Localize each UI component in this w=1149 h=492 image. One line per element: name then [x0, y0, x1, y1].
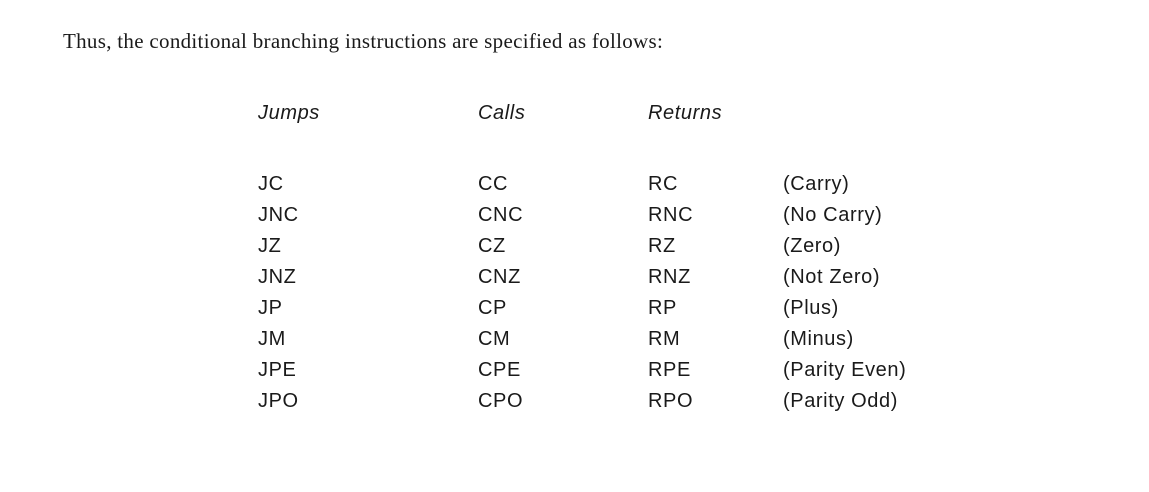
call-instruction: CPE	[478, 359, 521, 381]
return-instruction: RPO	[648, 390, 694, 412]
call-instruction: CNZ	[478, 266, 521, 288]
return-instruction: RC	[648, 173, 679, 195]
call-instruction: CZ	[478, 235, 506, 257]
return-instruction: RZ	[648, 235, 676, 257]
call-instruction: CC	[478, 173, 509, 195]
header-jumps: Jumps	[258, 102, 320, 124]
jump-instruction: JPO	[258, 390, 299, 412]
intro-paragraph: Thus, the conditional branching instruct…	[63, 29, 664, 53]
condition-label: (Carry)	[783, 173, 850, 195]
return-instruction: RP	[648, 297, 677, 319]
return-instruction: RNZ	[648, 266, 691, 288]
condition-label: (Not Zero)	[783, 266, 881, 288]
return-instruction: RM	[648, 328, 681, 350]
condition-label: (Plus)	[783, 297, 839, 319]
jump-instruction: JM	[258, 328, 286, 350]
call-instruction: CNC	[478, 204, 524, 226]
jump-instruction: JZ	[258, 235, 282, 257]
jump-instruction: JNC	[258, 204, 299, 226]
condition-label: (Parity Even)	[783, 359, 907, 381]
condition-label: (No Carry)	[783, 204, 883, 226]
jump-instruction: JP	[258, 297, 283, 319]
jump-instruction: JNZ	[258, 266, 297, 288]
header-calls: Calls	[478, 102, 526, 124]
condition-label: (Parity Odd)	[783, 390, 899, 412]
call-instruction: CPO	[478, 390, 524, 412]
jump-instruction: JC	[258, 173, 284, 195]
call-instruction: CM	[478, 328, 511, 350]
call-instruction: CP	[478, 297, 507, 319]
jump-instruction: JPE	[258, 359, 297, 381]
condition-label: (Zero)	[783, 235, 842, 257]
return-instruction: RPE	[648, 359, 691, 381]
header-returns: Returns	[648, 102, 723, 124]
return-instruction: RNC	[648, 204, 694, 226]
condition-label: (Minus)	[783, 328, 854, 350]
